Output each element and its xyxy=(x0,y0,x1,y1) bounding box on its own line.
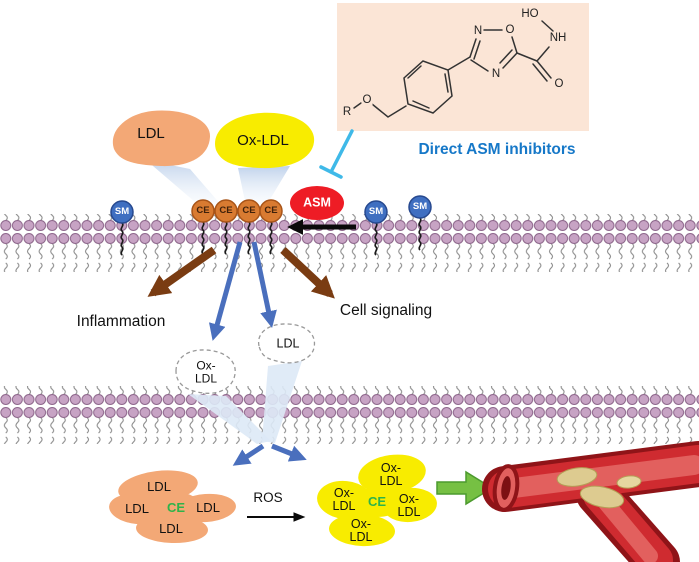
arrow-to-cell-signaling xyxy=(280,247,335,299)
oxldl-aggregate-bottom-line1: Ox- xyxy=(350,516,372,531)
sm-label: SM xyxy=(114,206,130,218)
ce-label: CE xyxy=(264,205,278,217)
oxldl-aggregate-bottom-line2: LDL xyxy=(349,530,373,544)
oxldl-aggregate-top-line1: Ox- xyxy=(380,460,402,475)
ce-circle xyxy=(259,199,283,223)
arrow-to-ldl-aggregate xyxy=(232,443,265,466)
ros-label: ROS xyxy=(253,489,283,505)
structure-box xyxy=(337,3,589,131)
oxldl-aggregate-right-line2: LDL xyxy=(397,505,421,519)
artery-illustration xyxy=(482,441,699,562)
arrow-ce-to-ldl xyxy=(251,241,277,328)
inhibition-line xyxy=(319,129,354,179)
asm-label: ASM xyxy=(303,195,331,210)
oxldl-aggregate-label-right: Ox- LDL xyxy=(397,491,421,519)
inhibitor-caption: Direct ASM inhibitors xyxy=(418,140,576,158)
atom-label-hydroxyl: HO xyxy=(520,7,540,21)
atom-label-ring-n-bottom: N xyxy=(490,67,502,81)
sm-label: SM xyxy=(368,206,384,218)
internalized-oxldl-label: Ox- LDL xyxy=(195,359,217,384)
atom-label-ether-o: O xyxy=(361,93,373,107)
ce-circle xyxy=(191,199,215,223)
sm-circle xyxy=(408,195,432,219)
ldl-aggregate-label-bottom: LDL xyxy=(159,521,183,537)
plasma-membrane-upper xyxy=(0,214,699,272)
atom-label-nh: NH xyxy=(548,31,568,45)
atom-label-r-group: R xyxy=(341,105,353,119)
internalized-oxldl-line1: Ox- xyxy=(196,358,216,373)
ldl-uptake-beam xyxy=(262,361,302,443)
internalized-oxldl-blob xyxy=(175,349,236,394)
sm-circle xyxy=(110,200,134,224)
oxldl-aggregate-label-bottom: Ox- LDL xyxy=(349,516,373,544)
ce-sm-tails xyxy=(120,217,422,256)
oxldl-aggregate-right-line1: Ox- xyxy=(398,491,420,506)
atom-label-ring-o: O xyxy=(504,23,516,37)
oxldl-aggregate-label-top: Ox- LDL xyxy=(379,460,403,488)
oxldl-aggregate-left-line1: Ox- xyxy=(333,485,355,500)
arrow-ce-to-oxldl xyxy=(208,241,243,341)
sm-label: SM xyxy=(412,201,428,213)
ldl-aggregate xyxy=(109,470,236,544)
oxldl-aggregate-label-left: Ox- LDL xyxy=(332,485,356,513)
ldl-aggregate-ce-label: CE xyxy=(166,500,186,516)
internalized-oxldl-line2: LDL xyxy=(194,371,218,385)
oxldl-aggregate-left-line2: LDL xyxy=(332,499,356,513)
inhibitor-structure xyxy=(353,20,554,118)
oxldl-aggregate xyxy=(317,454,437,547)
cell-signaling-label: Cell signaling xyxy=(339,301,433,319)
inflammation-label: Inflammation xyxy=(76,312,166,330)
ce-circle xyxy=(214,199,238,223)
arrow-to-oxldl-aggregate xyxy=(271,443,307,462)
asm-enzyme xyxy=(290,186,344,220)
ldl-particle xyxy=(112,110,211,167)
atom-label-carbonyl-o: O xyxy=(553,77,565,91)
internalized-ldl-blob xyxy=(257,323,316,364)
ldl-aggregate-label-right: LDL xyxy=(196,500,220,516)
ldl-binding-beam xyxy=(146,160,222,208)
oxldl-label: Ox-LDL xyxy=(237,132,289,150)
ldl-aggregate-label-top: LDL xyxy=(147,479,171,495)
oxldl-uptake-beam xyxy=(188,394,271,444)
sm-circle xyxy=(364,200,388,224)
ce-label: CE xyxy=(196,205,210,217)
ldl-aggregate-label-left: LDL xyxy=(125,501,149,517)
progression-arrow xyxy=(436,470,494,506)
ldl-label: LDL xyxy=(137,125,165,143)
arrow-to-inflammation xyxy=(147,246,217,297)
oxldl-aggregate-ce-label: CE xyxy=(367,494,387,510)
plasma-membrane-lower xyxy=(0,386,699,444)
oxldl-particle xyxy=(215,112,315,169)
oxldl-aggregate-top-line2: LDL xyxy=(379,474,403,488)
oxldl-binding-beam xyxy=(238,166,290,206)
internalized-ldl-label: LDL xyxy=(276,336,300,351)
ce-label: CE xyxy=(242,205,256,217)
ce-label: CE xyxy=(219,205,233,217)
atom-label-ring-n-top: N xyxy=(472,24,484,38)
